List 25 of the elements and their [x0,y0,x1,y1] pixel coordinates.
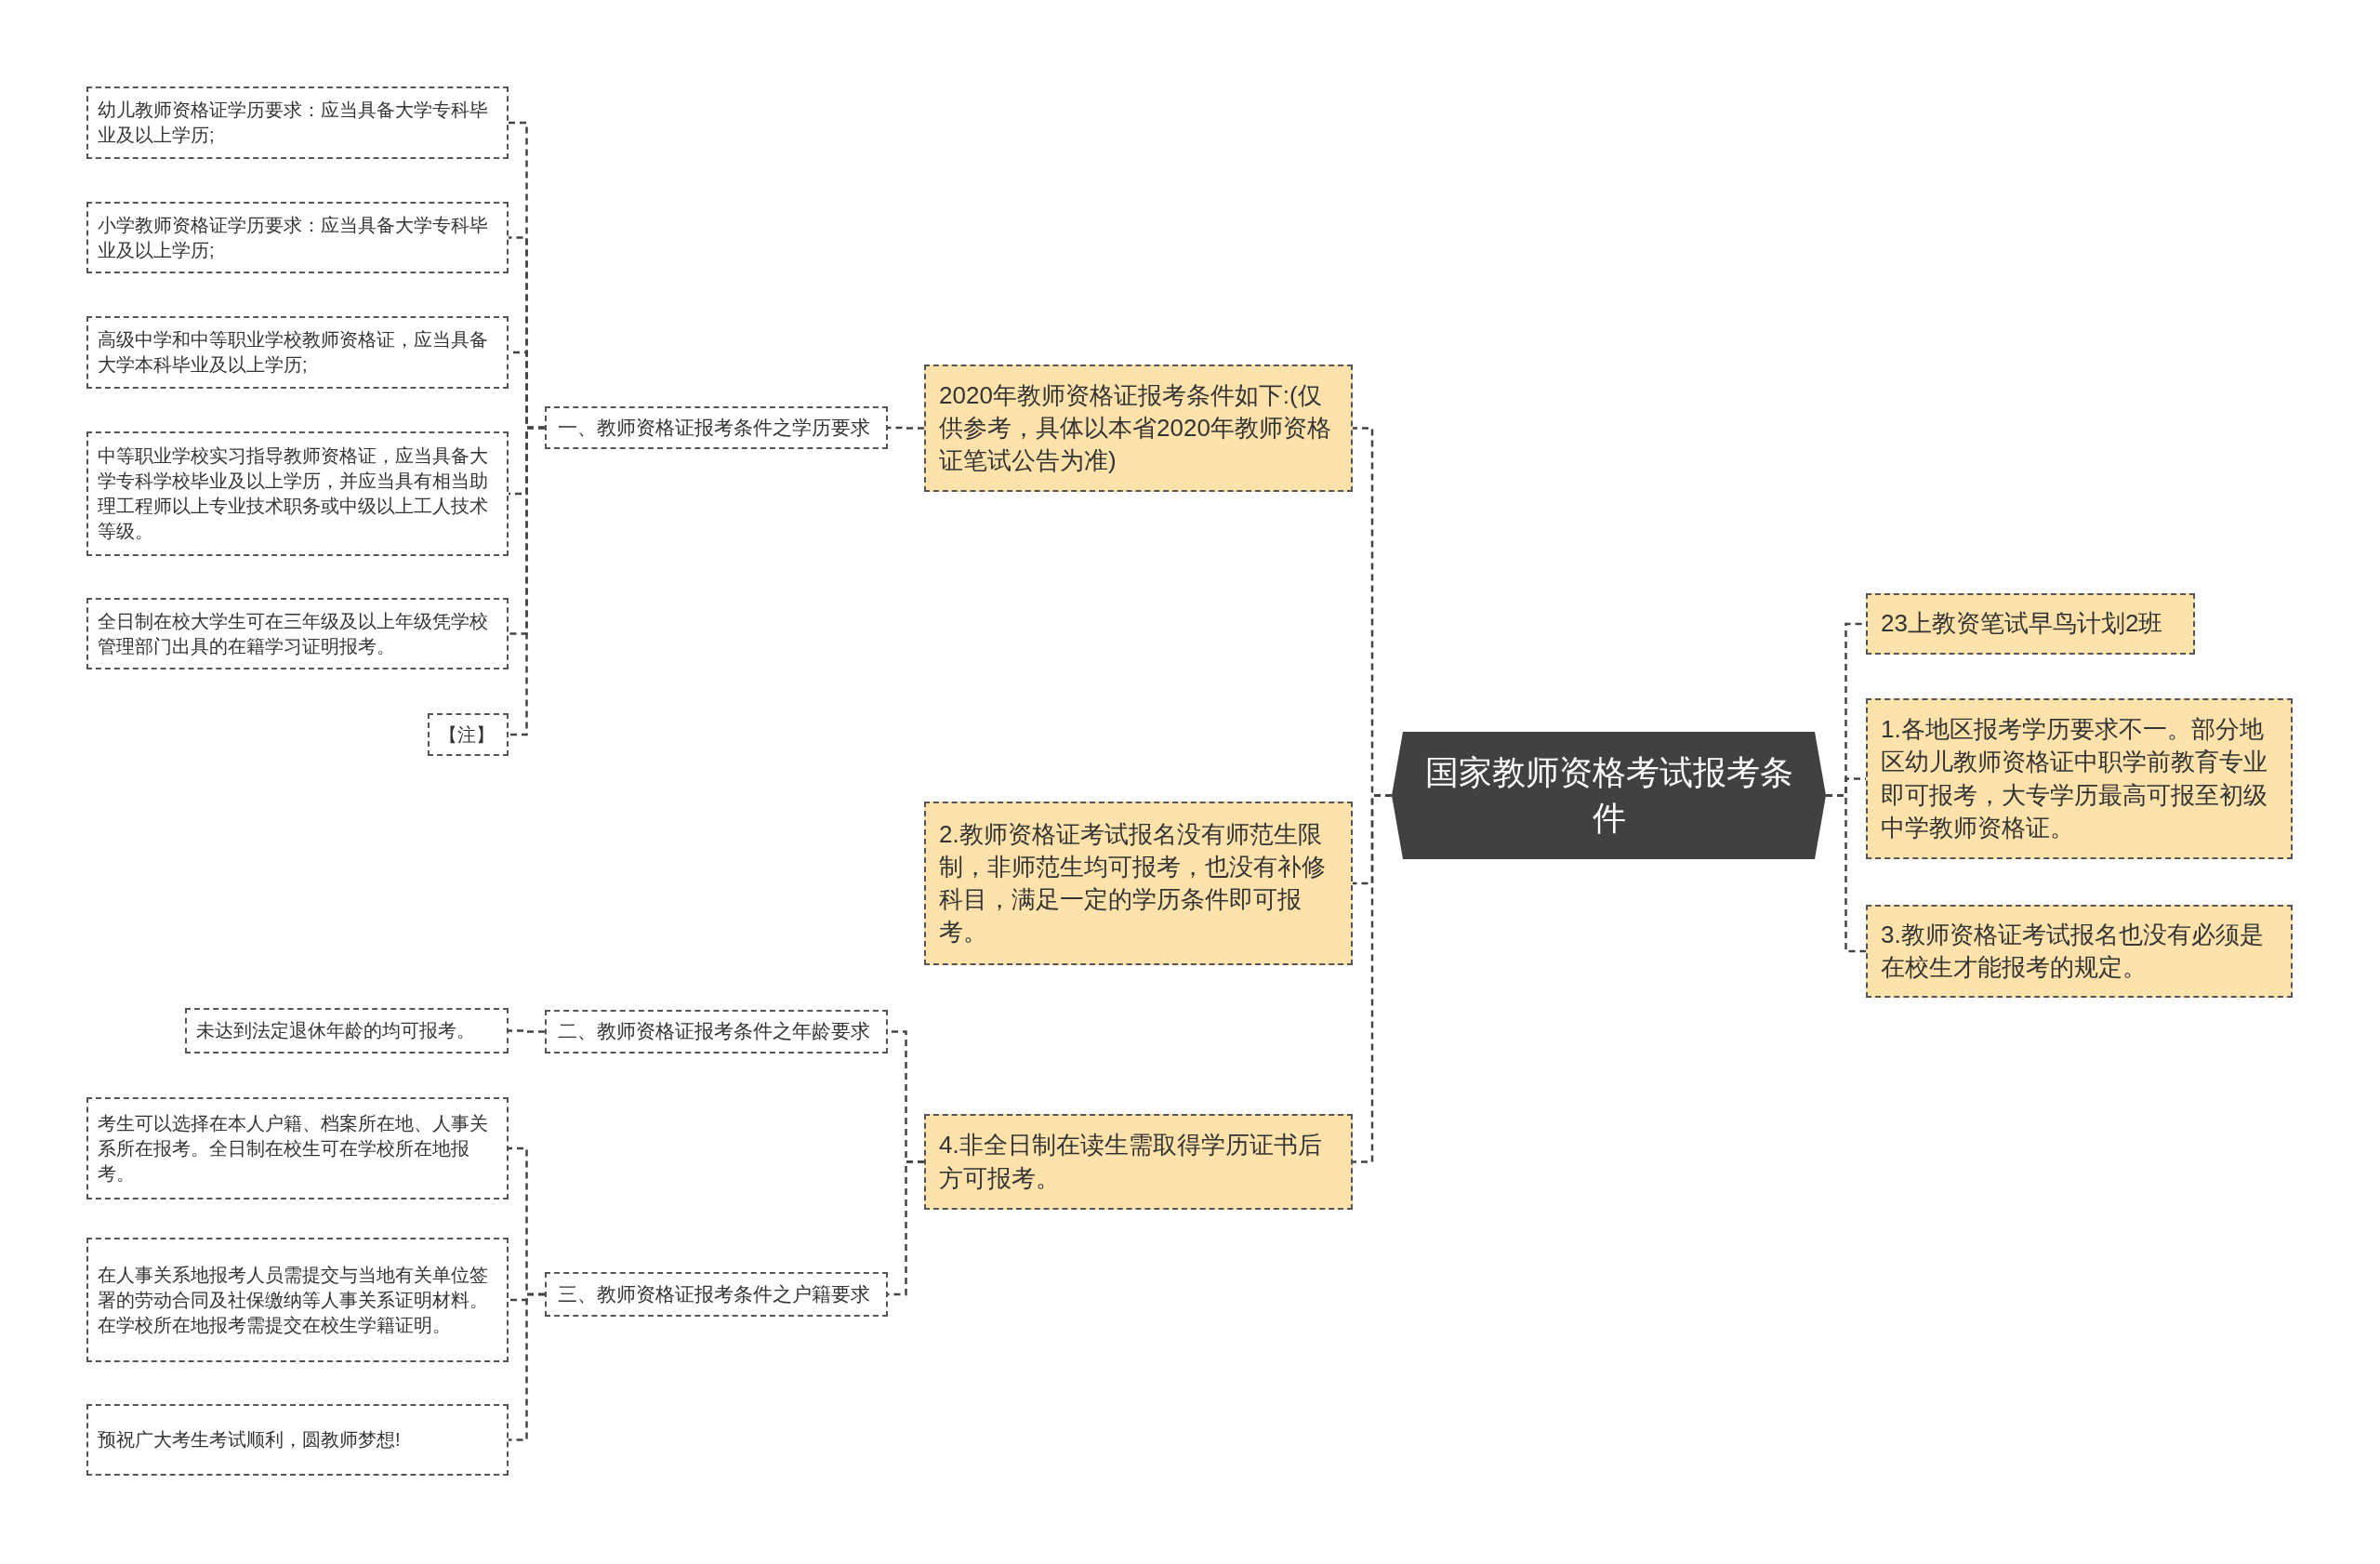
note-box: 小学教师资格证学历要求：应当具备大学专科毕业及以上学历; [86,202,509,273]
subtopic-box: 一、教师资格证报考条件之学历要求 [545,406,888,449]
subtopic-box: 三、教师资格证报考条件之户籍要求 [545,1272,888,1317]
topic-box: 3.教师资格证考试报名也没有必须是在校生才能报考的规定。 [1866,905,2293,998]
note-box: 未达到法定退休年龄的均可报考。 [185,1008,509,1054]
connector-line [509,1292,545,1441]
connector-line [1353,794,1392,1163]
note-box: 考生可以选择在本人户籍、档案所在地、人事关系所在报考。全日制在校生可在学校所在地报考。 [86,1097,509,1200]
note-box: 预祝广大考生考试顺利，圆教师梦想! [86,1404,509,1476]
connector-line [888,426,924,430]
topic-box: 2.教师资格证考试报名没有师范生限制，非师范生均可报考，也没有补修科目，满足一定的学历条件即可报考。 [924,802,1353,965]
note-box: 在人事关系地报考人员需提交与当地有关单位签署的劳动合同及社保缴纳等人事关系证明材料。在学校所在地报考需提交在校生学籍证明。 [86,1238,509,1362]
note-box: 全日制在校大学生可在三年级及以上年级凭学校管理部门出具的在籍学习证明报考。 [86,598,509,669]
topic-box: 1.各地区报考学历要求不一。部分地区幼儿教师资格证中职学前教育专业即可报考，大专学历最高可报至初级中学教师资格证。 [1866,698,2293,859]
topic-box: 23上教资笔试早鸟计划2班 [1866,593,2195,655]
note-box: 幼儿教师资格证学历要求：应当具备大学专科毕业及以上学历; [86,86,509,159]
topic-box: 4.非全日制在读生需取得学历证书后方可报考。 [924,1114,1353,1210]
connector-line [1826,794,1866,953]
connector-line [509,1029,545,1033]
topic-box: 2020年教师资格证报考条件如下:(仅供参考，具体以本省2020年教师资格证笔试公告为准) [924,364,1353,492]
note-box: 中等职业学校实习指导教师资格证，应当具备大学专科学校毕业及以上学历，并应当具有相当助理工程师以上专业技术职务或中级以上工人技术等级。 [86,431,509,556]
note-box: 【注】 [428,713,509,756]
note-box: 高级中学和中等职业学校教师资格证，应当具备大学本科毕业及以上学历; [86,316,509,389]
subtopic-box: 二、教师资格证报考条件之年龄要求 [545,1010,888,1054]
connector-line [509,426,545,736]
